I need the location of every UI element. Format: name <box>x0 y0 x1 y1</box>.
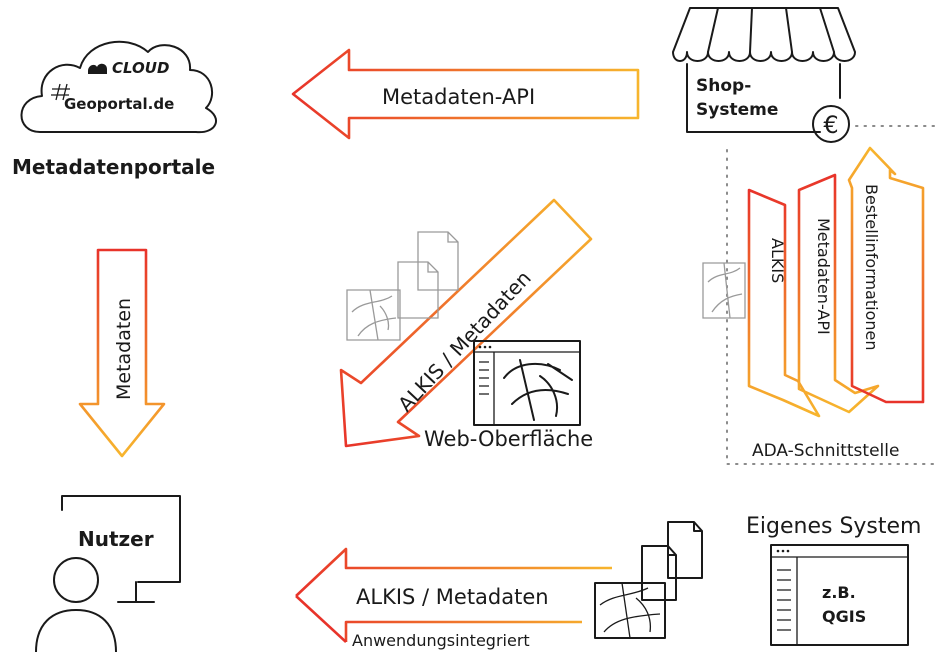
shop-awning-icon <box>672 7 856 62</box>
shop-title-line1: Shop- <box>696 76 751 96</box>
own-system-label: Eigenes System <box>746 514 921 539</box>
user-head-icon <box>53 557 99 603</box>
metadata-api-vertical-arrow: Metadaten-API <box>797 173 880 414</box>
currency-symbol: € <box>823 111 838 139</box>
alkis-metadata-bottom-arrow: ALKIS / Metadaten Anwendungsintegriert <box>295 547 612 650</box>
metadata-down-label: Metadaten <box>113 298 135 400</box>
qgis-window-icon <box>770 544 909 646</box>
bottom-map-icon <box>594 582 666 639</box>
web-interface-window-icon <box>473 340 581 426</box>
ada-map-icon <box>702 262 746 319</box>
cloud-brand: CLOUD <box>112 59 169 77</box>
user-body-icon <box>35 609 117 652</box>
metadata-api-vertical-label: Metadaten-API <box>814 218 833 335</box>
monitor-icon <box>61 495 181 583</box>
qgis-line2: QGIS <box>822 607 866 626</box>
order-info-up-arrow: Bestellinformationen <box>847 146 925 404</box>
web-interface-label: Web-Oberfläche <box>424 427 593 451</box>
user-label: Nutzer <box>78 527 154 551</box>
euro-icon <box>812 105 850 143</box>
shop-title-line2: Systeme <box>696 100 778 120</box>
ada-boundary <box>726 125 941 465</box>
alkis-down-arrow: ALKIS <box>747 188 821 418</box>
shop-systems-group: Shop- Systeme € <box>672 7 856 143</box>
metadata-api-label: Metadaten-API <box>382 85 535 109</box>
metadata-portals-title: Metadatenportale <box>12 155 215 179</box>
ada-interface-label: ADA-Schnittstelle <box>752 441 899 461</box>
order-info-label: Bestellinformationen <box>862 184 881 351</box>
user-group: Nutzer <box>35 495 181 652</box>
metadata-api-arrow: Metadaten-API <box>291 48 640 140</box>
alkis-label: ALKIS <box>768 238 787 283</box>
map-icon <box>346 289 401 341</box>
qgis-line1: z.B. <box>822 583 856 602</box>
bottom-document-stack-icon <box>641 521 703 601</box>
metadata-portals-group: CLOUD Geoportal.de Metadatenportale <box>12 40 218 179</box>
cloud-icon <box>20 40 218 134</box>
document-stack-icon <box>397 231 459 319</box>
metadata-down-arrow: Metadaten <box>78 248 166 458</box>
shop-building-icon <box>686 63 841 133</box>
cloud-logo-icon <box>88 63 107 74</box>
hashtag-icon <box>51 83 70 101</box>
application-integrated-label: Anwendungsintegriert <box>352 631 530 650</box>
alkis-metadata-bottom-label: ALKIS / Metadaten <box>356 585 549 609</box>
geoportal-brand: Geoportal.de <box>64 95 174 113</box>
alkis-metadata-diagonal-arrow: ALKIS / Metadaten <box>339 198 593 448</box>
